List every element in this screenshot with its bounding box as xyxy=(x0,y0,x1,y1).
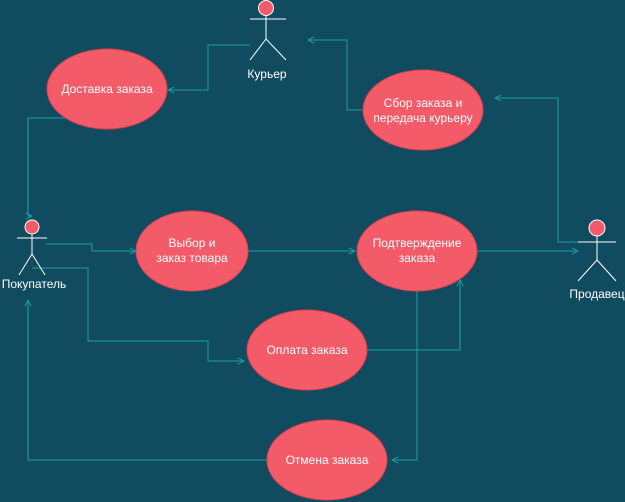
use-case-select-label-line1: Выбор и xyxy=(169,236,216,250)
connector-seller-assembly xyxy=(495,98,585,243)
use-case-select-shape xyxy=(135,210,249,292)
use-case-payment-shape xyxy=(246,309,368,391)
use-case-cancel-label: Отмена заказа xyxy=(286,453,369,467)
use-case-assembly[interactable]: Сбор заказа и передача курьеру xyxy=(362,69,484,151)
use-case-cancel-shape xyxy=(266,419,388,501)
use-case-cancel[interactable]: Отмена заказа xyxy=(266,419,388,501)
connector-delivery-buyer xyxy=(28,117,90,216)
use-case-payment-label: Оплата заказа xyxy=(266,343,347,357)
actor-seller-figure-icon xyxy=(577,219,617,282)
use-case-confirm[interactable]: Подтверждение заказа xyxy=(356,210,478,292)
use-case-payment[interactable]: Оплата заказа xyxy=(246,309,368,391)
use-case-delivery-label: Доставка заказа xyxy=(61,82,153,96)
actor-buyer-label: Покупатель xyxy=(2,277,66,291)
use-case-assembly-label-line1: Сбор заказа и xyxy=(384,96,463,110)
connector-cancel-buyer xyxy=(28,300,268,461)
connector-buyer-select xyxy=(46,243,136,251)
actor-seller-label: Продавец xyxy=(569,287,624,301)
actor-courier-label: Курьер xyxy=(247,67,286,81)
connector-confirm-cancel xyxy=(392,290,418,460)
connector-buyer-payment xyxy=(32,267,244,361)
connectors xyxy=(28,40,585,460)
use-case-delivery[interactable]: Доставка заказа xyxy=(46,48,168,130)
actor-buyer[interactable]: Покупатель xyxy=(2,219,66,291)
use-case-assembly-shape xyxy=(362,69,484,151)
actor-courier[interactable]: Курьер xyxy=(247,0,287,82)
use-case-confirm-label-line2: заказа xyxy=(399,251,436,265)
connector-payment-confirm xyxy=(365,280,460,351)
connector-courier-delivery xyxy=(168,44,250,90)
use-case-select-label-line2: заказ товара xyxy=(156,251,228,265)
use-case-confirm-shape xyxy=(356,210,478,292)
use-case-select[interactable]: Выбор и заказ товара xyxy=(135,210,249,292)
use-case-delivery-shape xyxy=(46,48,168,130)
connector-assembly-courier xyxy=(308,40,362,111)
actor-seller[interactable]: Продавец xyxy=(569,219,625,301)
use-case-assembly-label-line2: передача курьеру xyxy=(373,111,472,125)
use-case-confirm-label-line1: Подтверждение xyxy=(373,236,462,250)
actor-courier-figure-icon xyxy=(249,0,287,61)
actor-buyer-figure-icon xyxy=(17,219,47,276)
